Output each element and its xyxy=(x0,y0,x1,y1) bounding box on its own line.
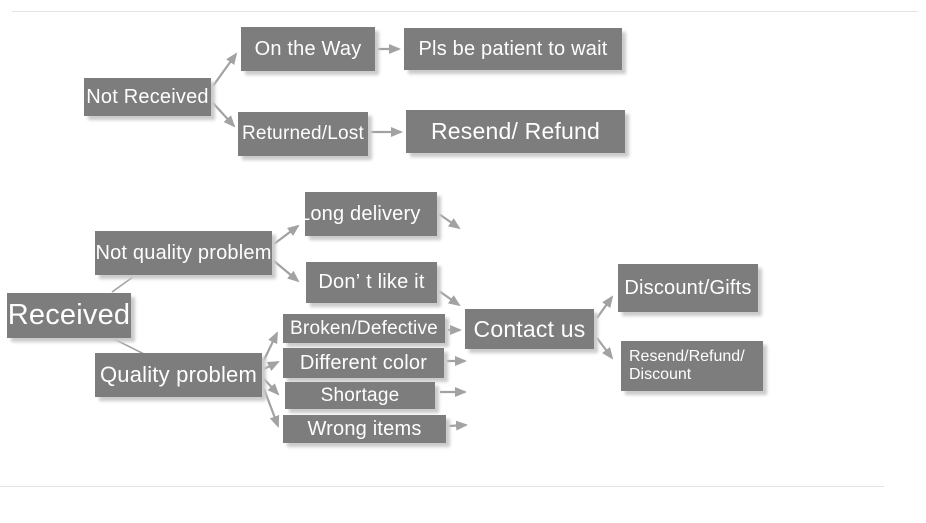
node-quality-problem: Quality problem xyxy=(95,353,262,397)
node-long-delivery: Long delivery xyxy=(305,192,437,236)
node-discount-gifts: Discount/Gifts xyxy=(618,264,758,312)
node-resend-refund-discount: Resend/Refund/ Discount xyxy=(621,341,763,391)
node-not-quality-problem: Not quality problem xyxy=(95,231,272,275)
node-pls-be-patient-to-wait: Pls be patient to wait xyxy=(404,28,622,70)
node-returned-lost: Returned/Lost xyxy=(238,112,368,156)
node-contact-us: Contact us xyxy=(465,309,594,349)
node-received: Received xyxy=(7,293,131,338)
node-on-the-way: On the Way xyxy=(241,27,375,71)
node-not-received: Not Received xyxy=(84,78,211,116)
node-wrong-items: Wrong items xyxy=(283,415,446,443)
node-resend-refund: Resend/ Refund xyxy=(406,110,625,153)
frame-line-top xyxy=(12,11,918,12)
node-broken-defective: Broken/Defective xyxy=(283,314,445,343)
node-dont-like-it: Don’ t like it xyxy=(306,262,437,303)
node-different-color: Different color xyxy=(283,348,444,378)
node-shortage: Shortage xyxy=(285,382,435,409)
frame-line-bottom xyxy=(0,486,884,487)
